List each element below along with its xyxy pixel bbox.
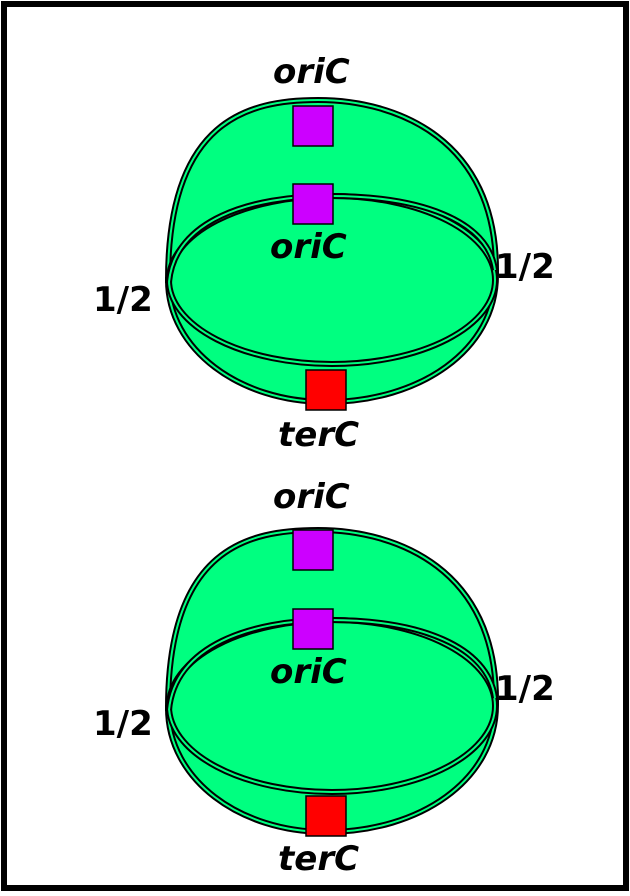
ori-marker-top	[292, 105, 334, 147]
label-top-oric: oriC	[273, 52, 350, 92]
ori-marker-middle	[292, 608, 334, 650]
diagram-2: oriC oriC terC 1/2 1/2	[93, 477, 555, 879]
label-right-fraction: 1/2	[495, 247, 555, 287]
ter-marker	[305, 795, 347, 837]
label-top-oric: oriC	[273, 477, 350, 517]
label-left-fraction: 1/2	[93, 280, 153, 320]
diagram-1: oriC oriC terC 1/2 1/2	[93, 52, 555, 455]
ori-marker-top	[292, 529, 334, 571]
ori-marker-middle	[292, 183, 334, 225]
label-left-fraction: 1/2	[93, 704, 153, 744]
label-middle-oric: oriC	[270, 652, 347, 692]
label-middle-oric: oriC	[270, 227, 347, 267]
ter-marker	[305, 369, 347, 411]
label-terc: terC	[278, 415, 359, 455]
dome-inner-line	[167, 98, 497, 281]
label-right-fraction: 1/2	[495, 669, 555, 709]
label-terc: terC	[278, 839, 359, 879]
